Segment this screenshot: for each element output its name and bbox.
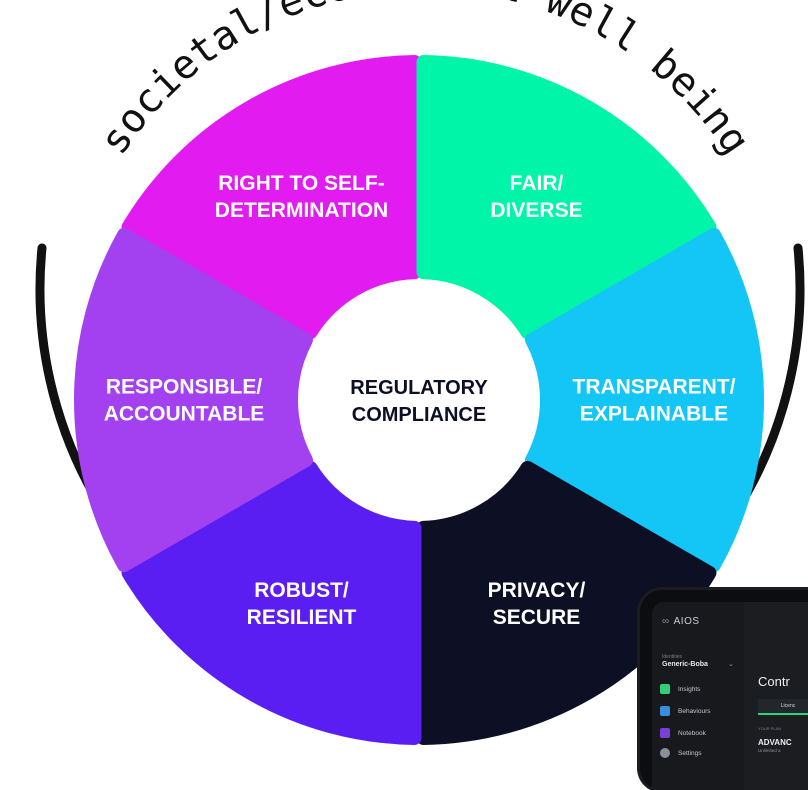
center-label-line1: REGULATORY <box>350 377 488 399</box>
sidebar-item-settings[interactable]: Settings <box>660 746 702 760</box>
segment-label-robust-resilient-2: RESILIENT <box>247 606 357 629</box>
segment-label-fair-diverse-2: DIVERSE <box>490 199 582 222</box>
app-logo: ∞AIOS <box>662 616 700 627</box>
segment-label-robust-resilient-1: ROBUST/ <box>254 579 349 602</box>
segment-label-responsible-accountable-2: ACCOUNTABLE <box>104 403 265 426</box>
sidebar-item-insights[interactable]: Insights <box>660 682 700 696</box>
app-sidebar: ∞AIOS Identities Generic-Boba ⌄ Insights… <box>652 602 745 790</box>
segment-transparent-explainable <box>525 227 764 573</box>
segment-responsible-accountable <box>74 227 313 573</box>
center-label-line2: COMPLIANCE <box>352 404 486 426</box>
chevron-down-icon[interactable]: ⌄ <box>728 661 734 668</box>
behaviours-icon <box>660 706 670 716</box>
segment-label-transparent-explainable-1: TRANSPARENT/ <box>573 376 736 399</box>
segment-label-responsible-accountable-1: RESPONSIBLE/ <box>106 376 263 399</box>
segment-label-right-to-self-determination-2: DETERMINATION <box>215 199 388 222</box>
sidebar-item-label: Notebook <box>678 729 706 737</box>
page-title: Contr <box>758 674 790 689</box>
segment-label-transparent-explainable-2: EXPLAINABLE <box>580 403 728 426</box>
segment-right-to-self-determination <box>121 55 422 340</box>
notebook-icon <box>660 728 670 738</box>
app-main: Contr Licenc YOUR PLAN ADVANC Unlimited … <box>744 602 808 790</box>
sidebar-item-label: Behaviours <box>678 707 711 715</box>
sidebar-item-label: Settings <box>678 749 702 757</box>
tab-licence[interactable]: Licenc <box>758 699 808 715</box>
segment-label-right-to-self-determination-1: RIGHT TO SELF- <box>218 172 384 195</box>
segment-label-privacy-secure-2: SECURE <box>493 606 581 629</box>
sidebar-item-label: Insights <box>678 685 701 693</box>
identities-label: Identities <box>662 654 683 660</box>
sidebar-item-behaviours[interactable]: Behaviours <box>660 704 711 718</box>
segment-fair-diverse <box>416 55 717 340</box>
logo-icon: ∞ <box>662 616 670 627</box>
sidebar-item-notebook[interactable]: Notebook <box>660 726 706 740</box>
tablet-screen: ∞AIOS Identities Generic-Boba ⌄ Insights… <box>652 602 808 790</box>
plan-subtitle: Unlimited a <box>758 748 781 753</box>
insights-icon <box>660 684 670 694</box>
segment-label-privacy-secure-1: PRIVACY/ <box>488 579 586 602</box>
identity-selector[interactable]: Generic-Boba <box>662 661 708 668</box>
tablet-mockup: ∞AIOS Identities Generic-Boba ⌄ Insights… <box>640 590 808 790</box>
plan-label: YOUR PLAN <box>758 726 782 731</box>
app-name: AIOS <box>673 616 700 627</box>
center-circle <box>299 280 539 520</box>
gear-icon <box>660 748 670 758</box>
plan-value: ADVANC <box>758 738 792 747</box>
segment-label-fair-diverse-1: FAIR/ <box>510 172 564 195</box>
segment-robust-resilient <box>121 460 422 745</box>
